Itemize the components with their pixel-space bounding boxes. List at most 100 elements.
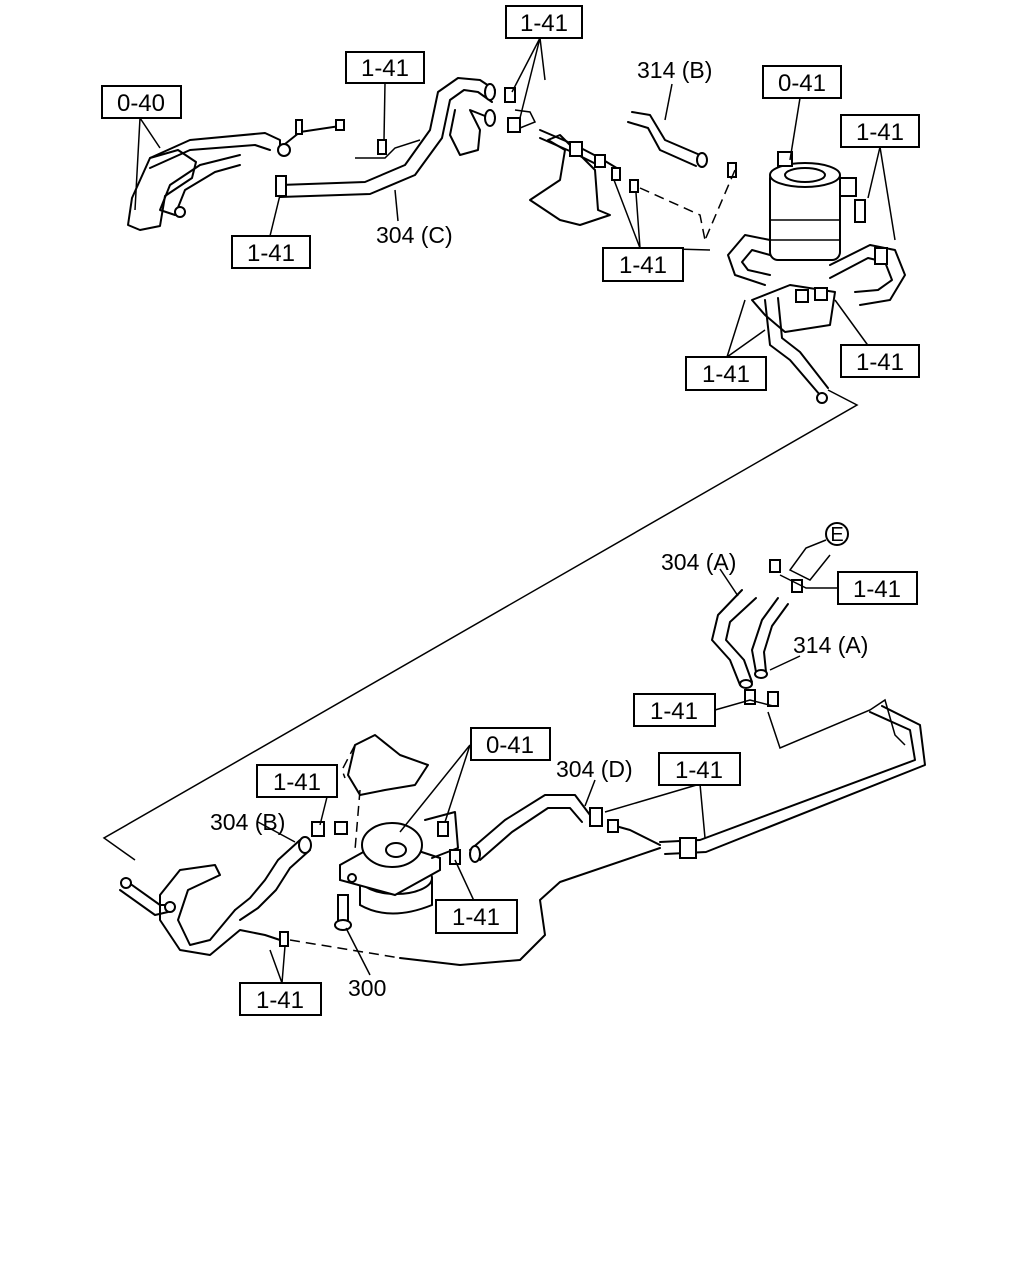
part-label-304b: 304 (B): [210, 809, 285, 835]
hose-304a-b: [725, 597, 757, 683]
route-upper-1: [639, 187, 706, 241]
leader-2: [383, 82, 386, 141]
filter-bolt: [795, 289, 809, 303]
ref-label-1: 1-41: [520, 10, 568, 37]
left-fitting: [174, 206, 186, 218]
lower-bracket: [347, 734, 429, 796]
center-fitting-2: [594, 154, 606, 168]
lower-fuel-filter: [339, 811, 459, 915]
hose-304c-outer: [279, 77, 496, 186]
leader-14: [319, 792, 329, 826]
filter-hose-left-2: [741, 249, 771, 276]
hose-304d-clamp: [589, 807, 603, 827]
part-label-314b: 314 (B): [637, 57, 712, 83]
bolt-shank: [337, 894, 349, 924]
center-pipe: [539, 129, 621, 171]
route-upper-2: [704, 169, 736, 241]
ref-label-8: 1-41: [856, 349, 904, 376]
ref-label-2: 1-41: [361, 55, 409, 82]
center-bracket: [529, 134, 611, 226]
hose-314b-end: [696, 152, 708, 168]
hose-304a-a: [711, 589, 743, 686]
filter-side-fitting-2: [854, 199, 866, 223]
left-pipe-bend: [159, 154, 241, 216]
lower-filter-plate: [424, 811, 459, 859]
reference-box-16: 1-41: [239, 982, 322, 1016]
ref-label-7: 1-41: [619, 252, 667, 279]
left-connector-pipe: [279, 125, 341, 149]
reference-box-7: 1-41: [602, 247, 684, 282]
hose-314b-b: [627, 121, 697, 167]
leader-9: [726, 299, 766, 358]
hose-bracket-line: [355, 139, 421, 159]
fitting-top-2: [507, 117, 521, 133]
reference-box-5: 0-41: [762, 65, 842, 99]
hose-304a-end: [739, 679, 753, 689]
pipe-clamp: [679, 837, 697, 859]
reference-box-9: 1-41: [685, 356, 767, 391]
ref-label-10: 1-41: [853, 576, 901, 603]
reference-box-3: 0-40: [101, 85, 182, 119]
leader-6: [867, 146, 896, 241]
clamp-b: [377, 139, 387, 155]
lower-left-clip: [279, 931, 289, 947]
reference-box-11: 1-41: [633, 693, 716, 727]
reference-box-1: 1-41: [505, 5, 583, 39]
lower-assembly: [119, 539, 926, 966]
filter-hose-right: [829, 244, 906, 306]
ref-label-11: 1-41: [650, 698, 698, 725]
upper-assembly: [127, 77, 906, 404]
part-label-304a: 304 (A): [661, 549, 736, 575]
left-banjo: [277, 143, 291, 157]
ref-label-9: 1-41: [702, 361, 750, 388]
bolt-head: [334, 919, 352, 931]
pipe-304d-fitting: [611, 824, 661, 846]
leader-4: [269, 194, 281, 237]
clamp-a: [275, 175, 287, 197]
clip-d: [629, 179, 639, 193]
bolt-300: [334, 894, 352, 931]
leader-11: [714, 699, 774, 711]
reference-box-10: 1-41: [837, 571, 918, 605]
ref-label-13: 0-41: [486, 732, 534, 759]
lower-dash-route: [289, 939, 401, 959]
b-fitting-2: [334, 821, 348, 835]
marker-e: E: [825, 522, 849, 546]
leader-lines: [134, 37, 896, 984]
reference-box-8: 1-41: [840, 344, 920, 378]
left-pipe-upper: [149, 132, 281, 159]
hose-loop-end: [484, 109, 496, 127]
reference-box-4: 1-41: [231, 235, 311, 269]
center-fitting: [569, 141, 583, 157]
leader-12: [604, 783, 706, 839]
filter-hose-right-2: [829, 257, 893, 293]
filter-cap: [784, 167, 826, 183]
filter-side-fitting: [839, 177, 857, 197]
leader-304b: [257, 821, 296, 843]
filter-bolt-2: [814, 287, 828, 301]
reference-box-2: 1-41: [345, 51, 425, 84]
mid-fitting-2: [767, 691, 779, 707]
filter-outlet: [816, 392, 828, 404]
ref-label-15: 1-41: [452, 904, 500, 931]
hose-304b-end: [298, 836, 312, 854]
mid-fitting: [744, 689, 756, 705]
ref-label-12: 1-41: [675, 757, 723, 784]
lower-right-fitting: [449, 849, 461, 865]
filter-right-clip: [874, 247, 888, 265]
part-label-314a: 314 (A): [793, 632, 868, 658]
lower-left-pipe-3: [119, 889, 169, 916]
hose-314a-end: [754, 669, 768, 679]
e-fitting: [769, 559, 781, 573]
hose-314a-a: [751, 597, 779, 673]
left-pipe-lower: [149, 144, 271, 169]
leader-304a: [719, 568, 739, 597]
hose-304d-b: [479, 807, 583, 861]
reference-box-13: 0-41: [470, 727, 551, 761]
filter-bands: [770, 219, 840, 241]
leader-1: [511, 37, 546, 119]
part-label-304d: 304 (D): [556, 756, 633, 782]
lower-filter-fitting: [437, 821, 449, 837]
